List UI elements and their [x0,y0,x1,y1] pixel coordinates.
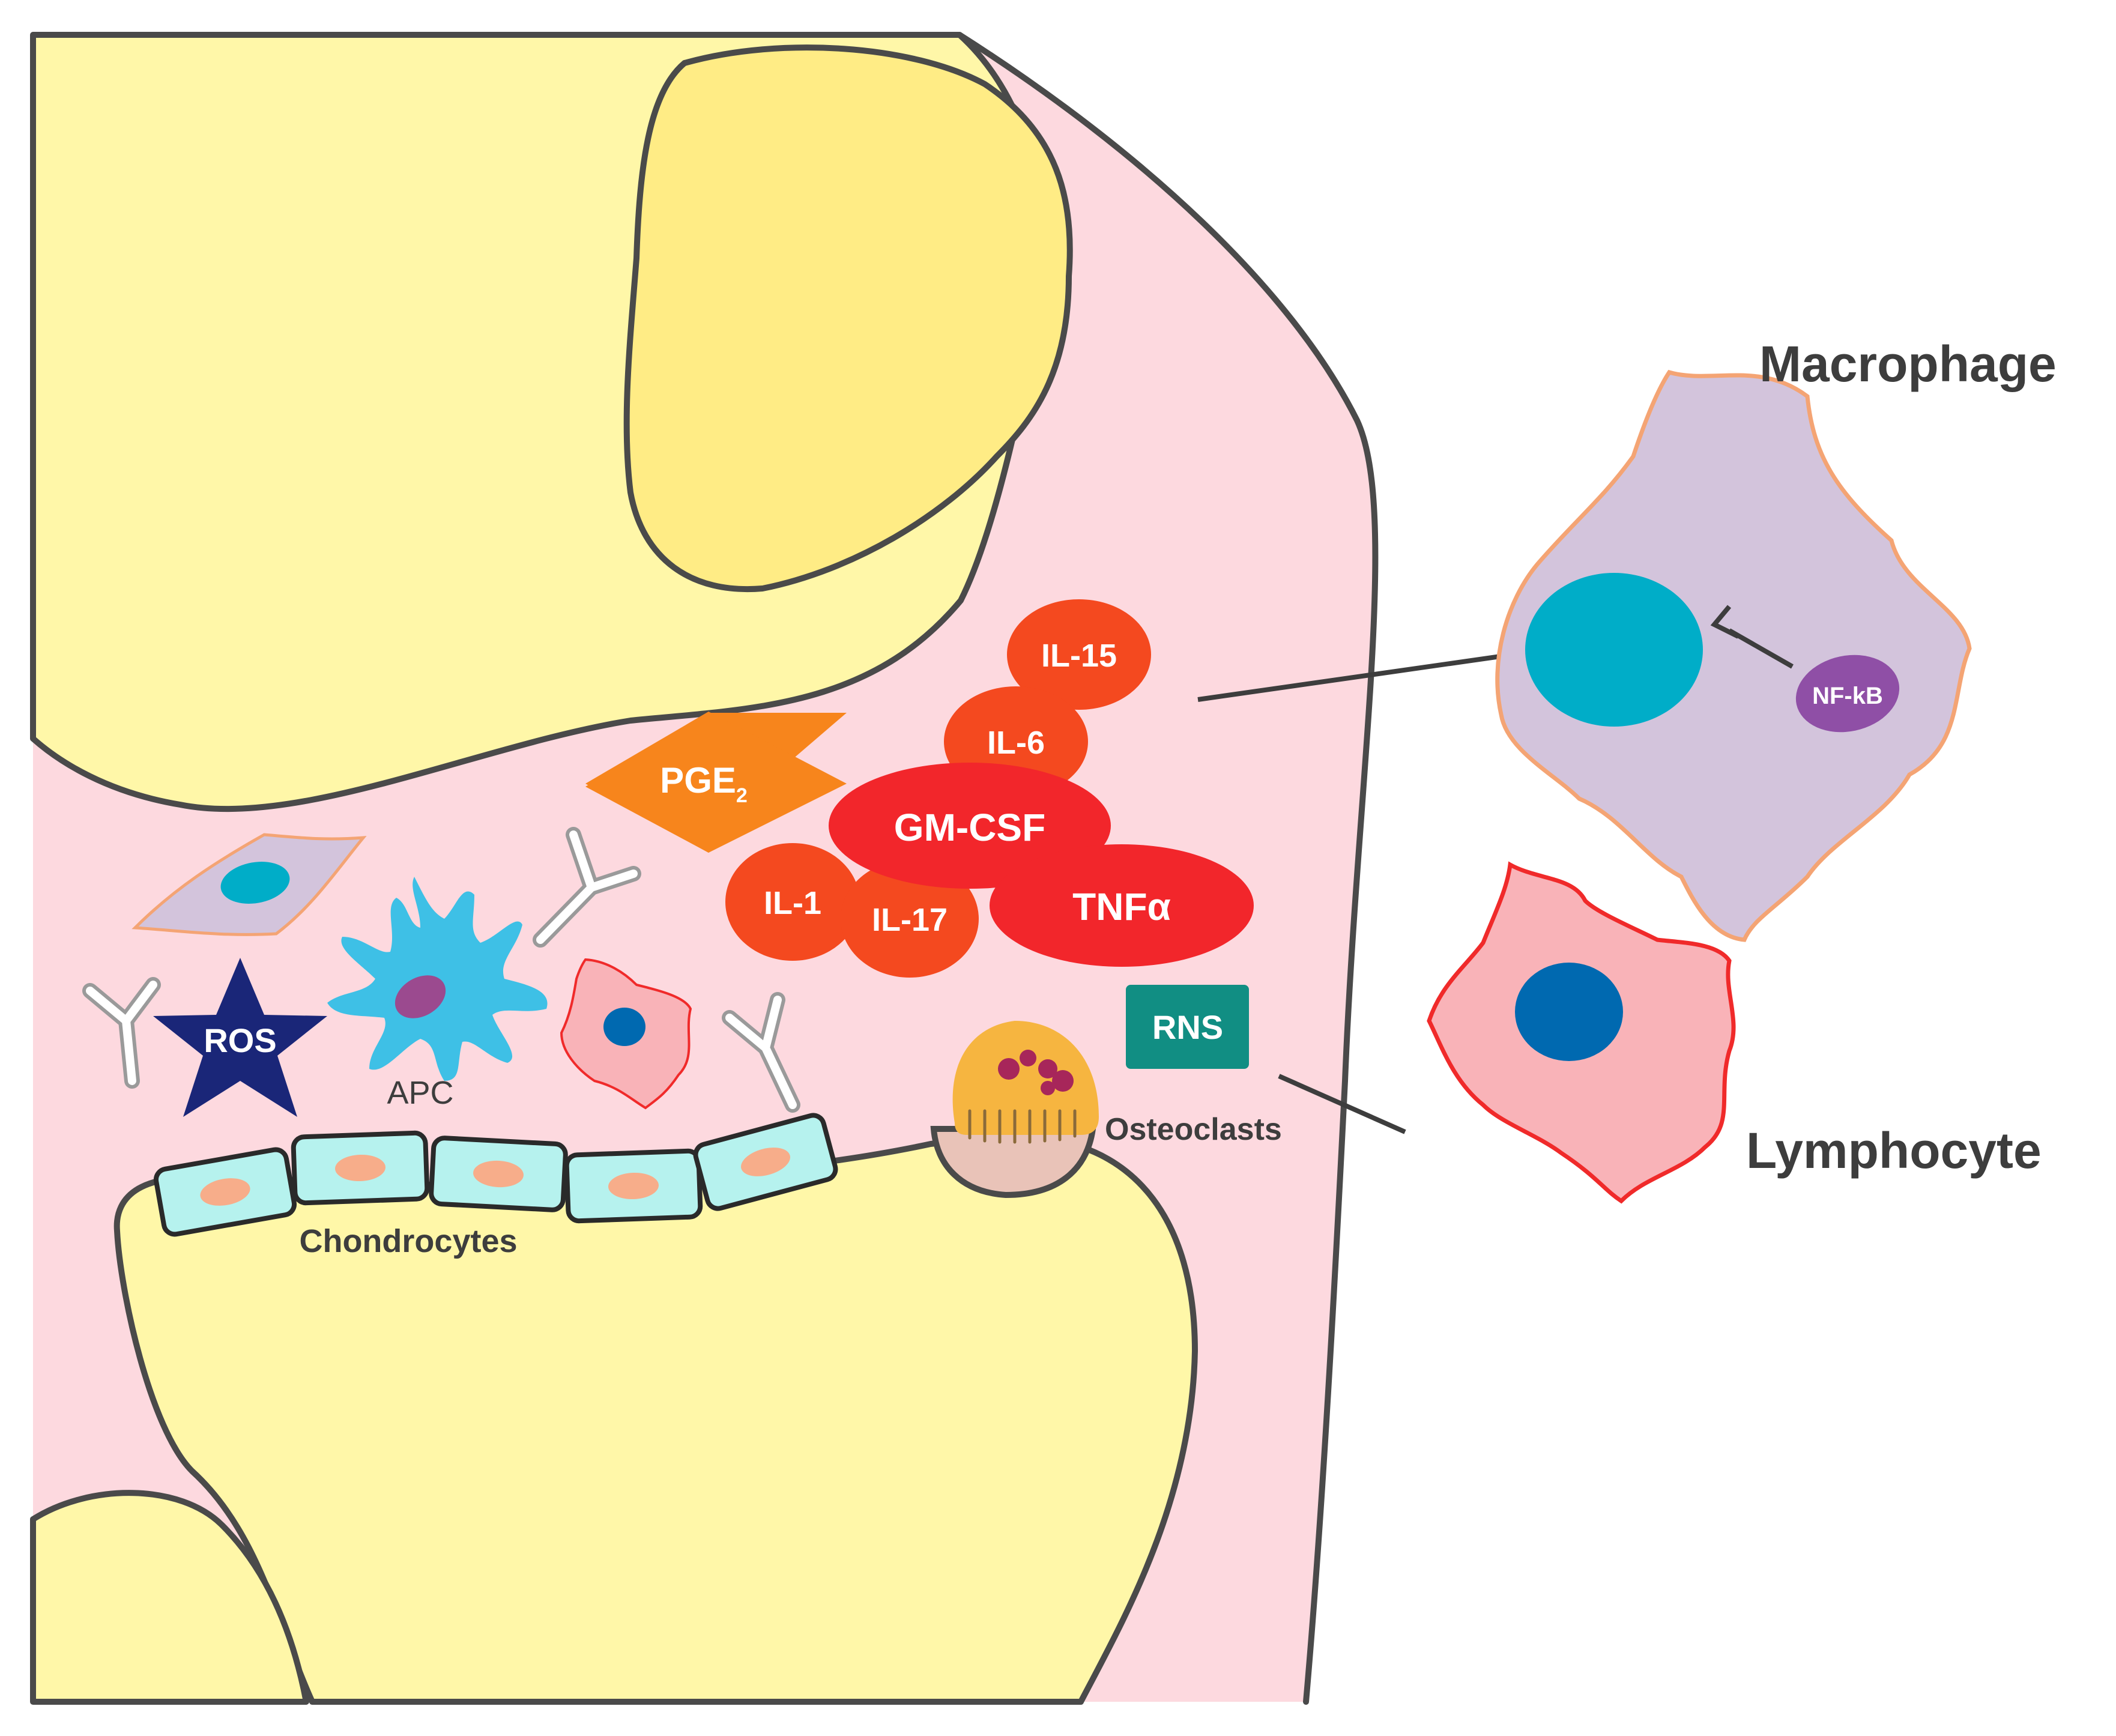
osteoclast-granule [998,1058,1020,1080]
chondrocyte-cell [153,1147,297,1237]
osteoclasts-label: Osteoclasts [1105,1112,1282,1147]
lymphocyte [1427,861,1736,1204]
gmcsf-label: GM-CSF [894,806,1045,849]
lymphocyte-label: Lymphocyte [1746,1122,2042,1179]
chondrocyte-cell [429,1136,568,1212]
rns-label: RNS [1152,1008,1223,1046]
macrophage-body [1495,369,1972,942]
macrophage: NF-kB [1495,369,1972,942]
chondrocyte-cell [693,1113,838,1211]
nfkb-label: NF-kB [1812,683,1883,709]
il15-blob [1007,599,1151,710]
small-lymphocyte [560,958,692,1110]
apc-cell [327,877,548,1081]
apc-label: APC [387,1075,453,1111]
synovial-outline [957,32,1379,1705]
osteoclast-granule [1038,1059,1057,1078]
tnfa-label: TNFα [1072,885,1171,928]
small-lymphocyte-nucleus [603,1008,645,1046]
macrophage-label: Macrophage [1759,336,2057,392]
condyle-inner [623,44,1073,592]
nfkb-oval [1795,655,1900,733]
pge2-label-main: PGE [660,760,736,800]
macrophage-connector-line [1197,652,1514,702]
pge2-label-sub: 2 [736,784,748,807]
osteoclast-ruffled-border [968,1109,1077,1144]
tnfa-blob [990,844,1254,967]
osteoclast-granule [1020,1050,1036,1066]
il1-label: IL-1 [764,885,821,921]
cytokine-cluster: IL-15 IL-6 IL-1 IL-17 GM-CSF TNFα [725,599,1254,978]
osteoclast [930,1021,1099,1199]
lymphocyte-nucleus [1515,963,1623,1061]
chondrocyte-cell [291,1130,430,1206]
nfkb-arrow-head [1710,605,1740,639]
osteoclast-body [952,1021,1099,1135]
nfkb-arrow-shaft [1728,628,1794,669]
osteoclast-granule [1041,1081,1055,1095]
chondrocyte-cell [564,1148,703,1224]
osteoclast-granule [1052,1070,1074,1092]
gmcsf-blob [829,763,1111,889]
osteoclast-base [930,1126,1096,1199]
antibody-3-inner [725,996,797,1109]
apc-nucleus [394,975,446,1018]
chondrocytes-label: Chondrocytes [299,1223,517,1259]
ros-star [153,958,327,1117]
il17-label: IL-17 [872,902,948,938]
pge2-shape [585,712,847,853]
il1-blob [725,843,860,961]
bottom-left-bone [30,1490,309,1705]
macrophage-nucleus [1525,573,1703,727]
fibroblast-nucleus [220,862,290,904]
il6-label: IL-6 [987,725,1045,761]
ros-label: ROS [204,1021,276,1059]
il15-label: IL-15 [1041,638,1117,674]
rns-box [1126,985,1249,1069]
fibroblast-cell [131,833,367,936]
chondrocytes-layer [153,1113,838,1237]
lymphocyte-connector-line [1278,1074,1406,1134]
antibody-2-inner [536,830,638,944]
antibody-1-inner [86,981,157,1085]
il17-blob [841,860,979,978]
pge2-label: PGE2 [660,760,748,807]
